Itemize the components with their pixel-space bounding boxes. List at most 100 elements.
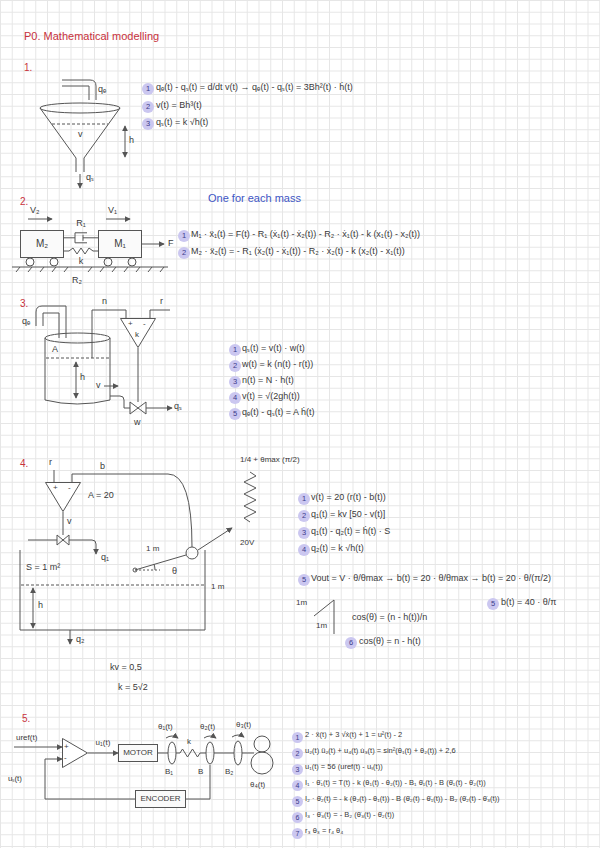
equation: I₁ · θ̈₁(t) = T(t) - k (θ₁(t) - θ₂(t)) -… [305, 779, 486, 788]
callout-number: 4 [298, 544, 310, 556]
velocity-arrow [106, 219, 130, 220]
node-label: 1 [182, 232, 186, 240]
symbol-label: 1m [296, 598, 307, 607]
symbol-label: A [52, 344, 58, 354]
rotation-arrow [204, 736, 216, 738]
symbol-label: F [168, 238, 174, 248]
callout-number: 4 [292, 780, 303, 791]
node-label: 5 [296, 798, 300, 805]
symbol-label: qₑ [98, 84, 106, 94]
reference-line [135, 570, 160, 571]
callout-number: 3 [142, 118, 154, 130]
inlet-pipe [62, 80, 96, 100]
symbol-label: h [80, 372, 85, 382]
symbol-label: θ [172, 566, 177, 576]
equation: M₂ · ẍ₂(t) = - R₁ (ẋ₂(t) - ẋ₁(t)) - R₂ ·… [191, 246, 405, 256]
section-number: 5. [22, 713, 30, 725]
symbol-label: θ₄(t) [250, 780, 265, 789]
symbol-label: 1 m [211, 582, 224, 591]
symbol-label: S = 1 m² [26, 562, 60, 572]
tank-body [20, 550, 205, 630]
callout-number: 1 [292, 732, 303, 743]
symbol-label: 20V [240, 538, 254, 547]
node-label: 5 [491, 600, 495, 608]
symbol-label: uref(t) [16, 733, 37, 742]
node-label: 1 [233, 346, 237, 354]
reference-wire [54, 470, 55, 482]
callout-number: 5 [298, 574, 310, 586]
wheel [26, 258, 34, 266]
reference-wire [150, 310, 170, 318]
symbol-label: r [160, 296, 163, 306]
callout-number: 2 [298, 510, 310, 522]
node-label: 2 [296, 750, 300, 757]
wheel [50, 258, 58, 266]
encoder-box: ENCODER [135, 790, 186, 808]
velocity-arrow [28, 219, 52, 220]
callout-number: 5 [487, 598, 499, 610]
node-label: 6 [349, 639, 353, 647]
force-arrow [142, 244, 164, 245]
angle-arc [154, 564, 155, 570]
node-label: 4 [302, 546, 306, 554]
symbol-label: V₂ [30, 205, 40, 215]
water-level [21, 585, 204, 586]
node-label: k [135, 330, 139, 339]
symbol-label: A = 20 [88, 490, 114, 500]
section-number: 2. [20, 196, 28, 208]
callout-number: 7 [292, 828, 303, 839]
equation: q₂(t) = k √h(t) [311, 543, 364, 553]
float-arm [135, 555, 186, 570]
tank-body [45, 338, 110, 404]
node-label: ENCODER [140, 794, 180, 803]
ground-hatch [16, 267, 164, 272]
height-arrow [125, 126, 126, 157]
equation: Vout = V · θ/θmax → b(t) = 20 · θ/θmax →… [311, 573, 551, 583]
equation: u₁(t) = 56 (uref(t) - uₛ(t)) [305, 763, 383, 772]
node-label: 1 [146, 85, 150, 93]
callout-number: 1 [229, 344, 241, 356]
amplifier-triangle: +- [45, 482, 81, 512]
callout-number: 4 [229, 392, 241, 404]
equation: n(t) = N · h(t) [242, 375, 294, 385]
water-level [52, 124, 108, 125]
node-label: 2 [302, 512, 306, 520]
symbol-label: k [187, 737, 191, 746]
edge-label: k [79, 256, 84, 266]
geometry-sketch [314, 600, 334, 634]
symbol-label: h [129, 135, 134, 145]
equation: I₃ · θ̈₃(t) = - B₂ (θ̇₃(t) - θ̇₂(t)) [305, 811, 394, 820]
symbol-label: B₁ [165, 767, 173, 776]
node-label: MOTOR [123, 748, 153, 757]
node-label: - [64, 753, 67, 762]
node-label: 4 [233, 394, 237, 402]
wheel [128, 258, 136, 266]
symbol-label: q₁ [101, 552, 109, 562]
node-label: 7 [296, 830, 300, 837]
symbol-label: qₑ [22, 316, 30, 326]
node-label: 3 [296, 766, 300, 773]
symbol-label: h [38, 600, 43, 610]
node-label: 2 [146, 103, 150, 111]
callout-number: 2 [142, 101, 154, 113]
level-sensor-wire [92, 310, 126, 358]
symbol-label: w [134, 417, 141, 427]
symbol-label: V₁ [108, 205, 117, 215]
equation: qₑ(t) - qₛ(t) = A ḣ(t) [242, 407, 315, 417]
funnel-body [40, 108, 120, 172]
symbol-label: B [198, 767, 203, 776]
inertia-disk [206, 742, 214, 764]
mass-block: M₁ [98, 230, 142, 258]
symbol-label: v [96, 380, 101, 390]
outflow-arrow [70, 630, 71, 644]
inertia-disk [168, 742, 176, 764]
symbol-label: k = 5√2 [118, 682, 148, 692]
equation: w(t) = k (n(t) - r(t)) [242, 359, 313, 369]
symbol-label: θ₂(t) [200, 722, 215, 731]
node-label: 5 [302, 576, 306, 584]
node-label: M₂ [36, 238, 48, 250]
funnel-rim [40, 103, 120, 113]
